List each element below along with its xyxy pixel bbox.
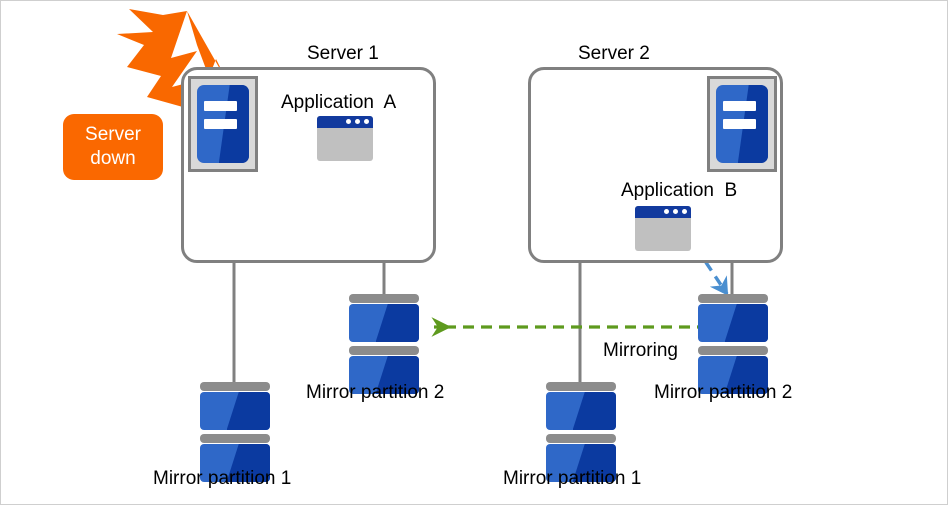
disk-slab [200,444,270,482]
server-down-line-1: Server [85,124,141,145]
s1-mirror-partition-1-label: Mirror partition 1 [153,468,292,489]
disk-cap [349,346,419,355]
disk-slab [698,356,768,394]
application-a-label: Application A [281,92,397,113]
disk-stack-icon [200,382,270,482]
server-tower-bar-top [204,100,237,111]
server-tower-body [197,85,249,163]
disk-slab [349,356,419,394]
disk-cap [698,346,768,355]
window-dot [355,119,360,125]
server-down-badge[interactable]: Server down [63,114,163,180]
application-window-icon [317,116,373,161]
server-tower-icon [707,76,777,172]
disk-slab [698,304,768,342]
server-1-title: Server 1 [307,43,379,64]
server-tower-bar-bottom [204,118,237,129]
application-window-icon [635,206,691,251]
mirroring-label: Mirroring [603,340,678,361]
disk-cap [200,382,270,391]
lightning-burst-icon-spike [187,11,229,85]
disk-cap [200,434,270,443]
disk-slab [546,444,616,482]
application-b-label: Application B [621,180,738,201]
disk-slab [200,392,270,430]
application-window-titlebar [635,206,691,218]
disk-slab [349,304,419,342]
disk-stack-icon [698,294,768,394]
disk-stack-icon [349,294,419,394]
window-dot [673,209,678,215]
server-down-line-2: down [90,148,136,169]
window-dot [346,119,351,125]
application-window-titlebar [317,116,373,128]
server-tower-icon [188,76,258,172]
s2-mirror-partition-2-label: Mirror partition 2 [654,382,793,403]
s1-mirror-partition-2-label: Mirror partition 2 [306,382,445,403]
disk-slab [546,392,616,430]
disk-cap [698,294,768,303]
disk-cap [349,294,419,303]
server-tower-bar-bottom [723,118,756,129]
server-tower-body [716,85,768,163]
application-b-write-arrow [685,233,729,296]
window-dot [364,119,369,125]
window-dot [682,209,687,215]
disk-cap [546,434,616,443]
server-tower-bar-top [723,100,756,111]
s2-mirror-partition-1-label: Mirror partition 1 [503,468,642,489]
server-2-title: Server 2 [578,43,650,64]
window-dot [664,209,669,215]
disk-cap [546,382,616,391]
disk-stack-icon [546,382,616,482]
